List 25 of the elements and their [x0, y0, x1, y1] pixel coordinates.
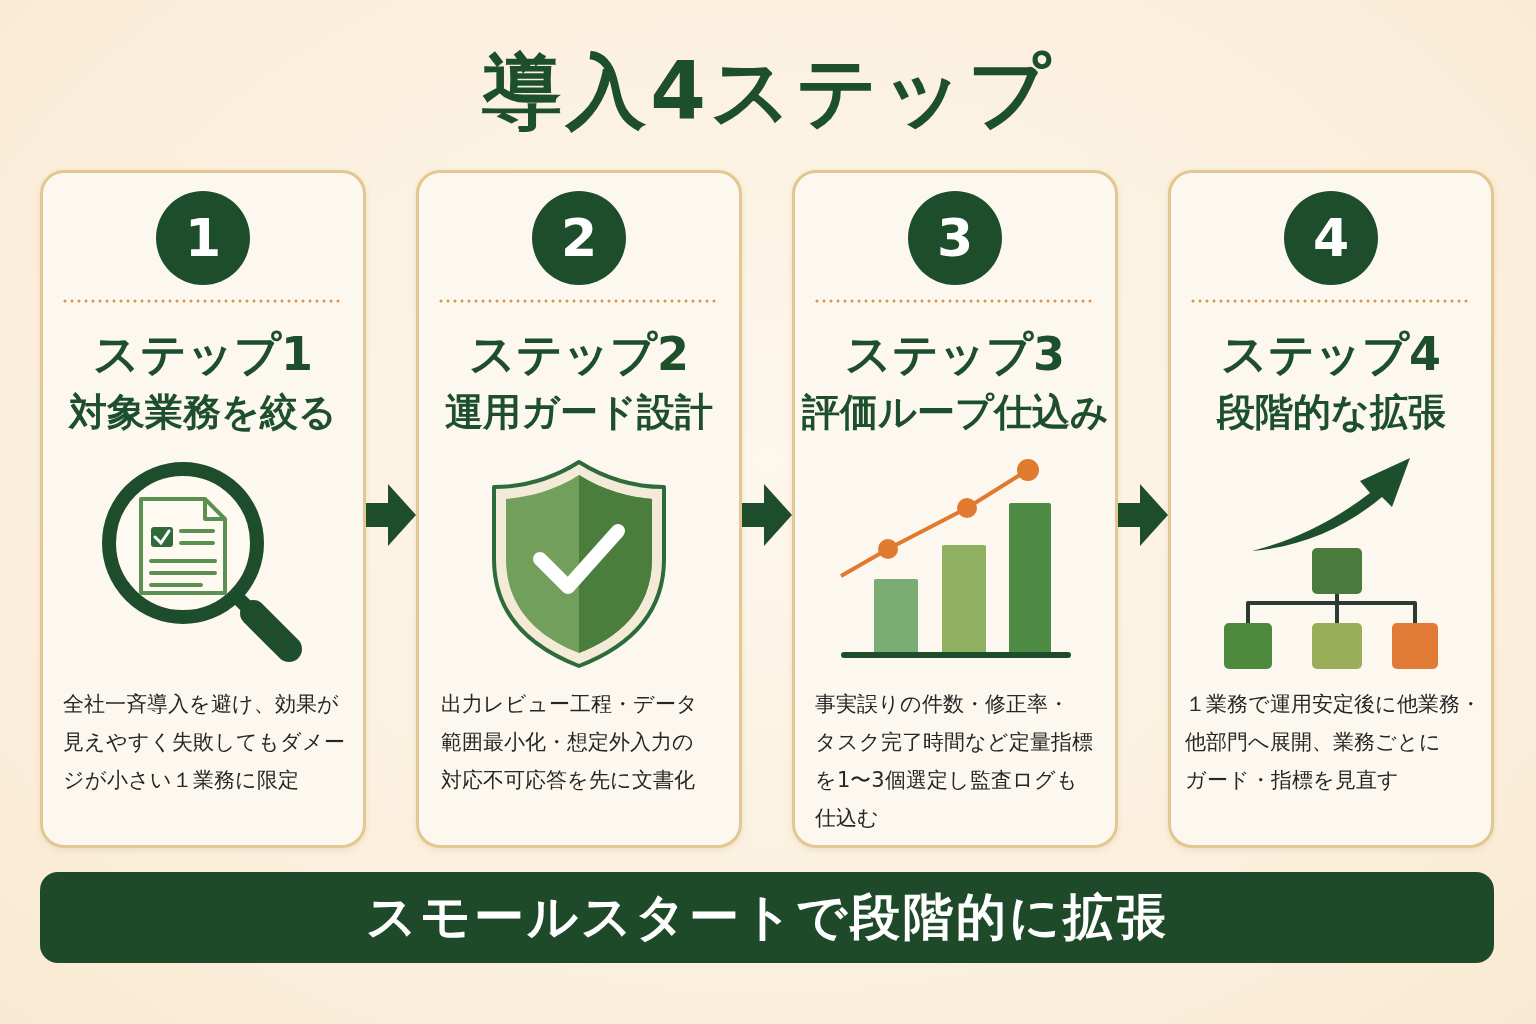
summary-banner: スモールスタートで段階的に拡張: [40, 872, 1494, 963]
step-description: 出力レビュー工程・データ範囲最小化・想定外入力の対応不可応答を先に文書化: [441, 691, 699, 794]
step-title: 評価ループ仕込み: [801, 389, 1109, 436]
step-heading: ステップ3: [845, 326, 1065, 383]
step-description: １業務で運用安定後に他業務・他部門へ展開、業務ごとにガード・指標を見直す: [1185, 691, 1482, 794]
step-heading: ステップ4: [1221, 326, 1441, 383]
step-title: 運用ガード設計: [445, 389, 713, 436]
step-title: 対象業務を絞る: [69, 389, 337, 436]
step-card: [1168, 170, 1494, 848]
step-card: [40, 170, 366, 848]
arrow: [742, 484, 792, 546]
number-circle: 1: [156, 191, 250, 285]
step-heading: ステップ1: [93, 326, 313, 383]
arrow: [1118, 484, 1168, 546]
number-circle: 4: [1284, 191, 1378, 285]
step-heading: ステップ2: [469, 326, 689, 383]
step-card: [416, 170, 742, 848]
step-title: 段階的な拡張: [1216, 389, 1446, 436]
step-card: [792, 170, 1118, 848]
diagram-title: 導入4ステップ: [482, 44, 1054, 140]
number-circle: 3: [908, 191, 1002, 285]
number-circle: 2: [532, 191, 626, 285]
arrow: [366, 484, 416, 546]
step-description: 全社一斉導入を避け、効果が見えやすく失敗してもダメージが小さい１業務に限定: [63, 691, 346, 794]
step-description: 事実誤りの件数・修正率・タスク完了時間など定量指標を1〜3個選定し監査ログも仕込む: [815, 691, 1094, 832]
